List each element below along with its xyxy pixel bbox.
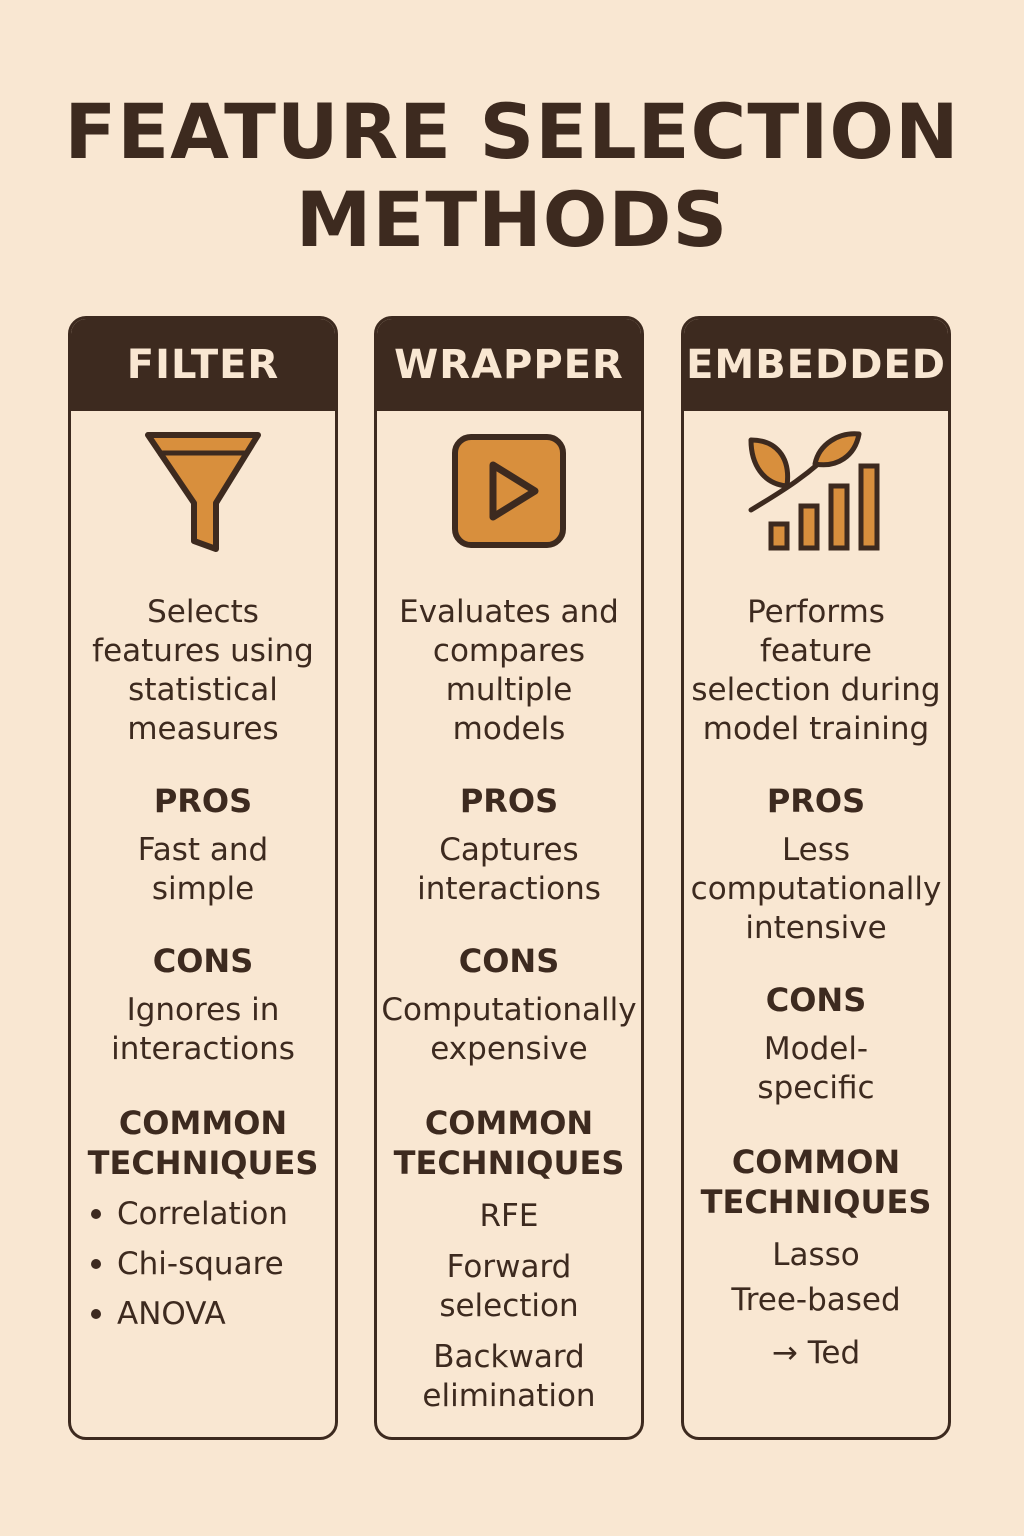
list-item: Chi-square	[75, 1239, 331, 1289]
wrapper-header: WRAPPER	[377, 319, 641, 411]
wrapper-pros-text: Captures interactions	[417, 832, 601, 907]
page-title: FEATURE SELECTION METHODS	[0, 88, 1024, 264]
embedded-technique-1: Lasso	[772, 1237, 860, 1273]
embedded-cons-heading: CONS	[765, 981, 867, 1019]
wrapper-technique-2: Forward selection	[439, 1249, 579, 1324]
filter-header: FILTER	[71, 319, 335, 411]
filter-techniques-list: Correlation Chi-square ANOVA	[75, 1189, 331, 1339]
wrapper-technique-1: RFE	[479, 1198, 539, 1234]
filter-cons-text: Ignores in interactions	[111, 992, 295, 1067]
filter-description: Selects features using statistical measu…	[92, 594, 314, 747]
list-item: Correlation	[75, 1189, 331, 1239]
embedded-cons-text: Model-specific	[757, 1031, 875, 1106]
wrapper-pros-heading: PROS	[459, 782, 559, 820]
embedded-header: EMBEDDED	[684, 319, 948, 411]
wrapper-card: WRAPPER Evaluates and compares multiple …	[374, 316, 644, 1440]
leaf-bar-chart-icon	[741, 426, 891, 556]
embedded-card: EMBEDDED Performs feature selection duri…	[681, 316, 951, 1440]
title-line-2: METHODS	[295, 175, 729, 264]
filter-techniques-heading: COMMON TECHNIQUES	[87, 1104, 319, 1182]
wrapper-technique-3: Backward elimination	[422, 1339, 596, 1414]
wrapper-description: Evaluates and compares multiple models	[399, 594, 619, 747]
list-item: ANOVA	[75, 1289, 331, 1339]
wrapper-techniques-heading: COMMON TECHNIQUES	[393, 1104, 625, 1182]
filter-pros-heading: PROS	[153, 782, 253, 820]
play-icon	[449, 431, 569, 551]
embedded-pros-text: Less computationally intensive	[690, 832, 942, 946]
embedded-technique-2: Tree-based	[731, 1282, 901, 1318]
filter-pros-text: Fast and simple	[137, 832, 269, 907]
wrapper-cons-heading: CONS	[458, 942, 560, 980]
embedded-techniques-heading: COMMON TECHNIQUES	[700, 1143, 932, 1221]
filter-cons-heading: CONS	[152, 942, 254, 980]
embedded-description: Performs feature selection during model …	[691, 594, 941, 747]
wrapper-cons-text: Computationally expensive	[381, 992, 637, 1067]
embedded-pros-heading: PROS	[766, 782, 866, 820]
funnel-icon	[138, 421, 268, 561]
title-line-1: FEATURE SELECTION	[64, 87, 960, 176]
filter-card: FILTER Selects features using statistica…	[68, 316, 338, 1440]
embedded-technique-3: → Ted	[771, 1335, 861, 1371]
